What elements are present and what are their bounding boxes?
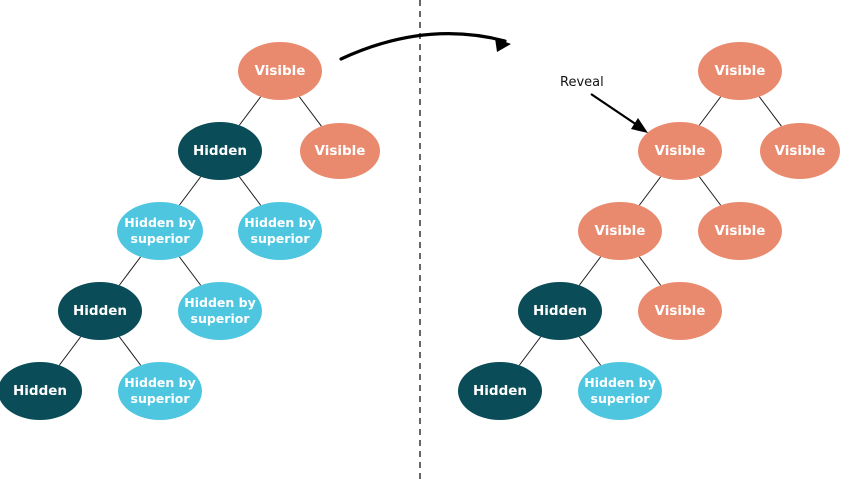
tree-node-hidden[interactable]: Hidden bbox=[458, 362, 542, 420]
tree-node-hidden[interactable]: Hidden bbox=[518, 282, 602, 340]
tree-edge bbox=[118, 336, 142, 366]
node-ellipse bbox=[238, 202, 322, 260]
tree-edge bbox=[238, 176, 262, 206]
node-ellipse bbox=[238, 42, 322, 100]
tree-edge bbox=[698, 96, 722, 126]
flow-arrow-head-icon bbox=[495, 38, 511, 52]
flow-arrow-curve bbox=[339, 32, 507, 61]
tree-edge bbox=[638, 176, 662, 206]
node-ellipse bbox=[760, 123, 840, 179]
tree-node-hidden[interactable]: Hidden bbox=[58, 282, 142, 340]
node-ellipse bbox=[178, 282, 262, 340]
node-ellipse bbox=[118, 362, 202, 420]
node-ellipse bbox=[117, 202, 203, 260]
tree-node-hidden[interactable]: Hidden bbox=[0, 362, 82, 420]
node-label: Visible bbox=[315, 143, 366, 159]
reveal-label: Reveal bbox=[560, 75, 604, 90]
tree-edge bbox=[638, 256, 662, 286]
tree-node-visible[interactable]: Visible bbox=[238, 42, 322, 100]
node-label: Visible bbox=[655, 303, 706, 319]
node-label: Visible bbox=[595, 223, 646, 239]
reveal-arrow-line bbox=[590, 93, 641, 128]
tree-node-visible[interactable]: Visible bbox=[698, 42, 782, 100]
tree-edge bbox=[578, 256, 602, 286]
node-ellipse bbox=[578, 362, 662, 420]
tree-edge bbox=[518, 336, 542, 366]
tree-edge bbox=[298, 96, 322, 127]
tree-edge bbox=[118, 256, 141, 286]
after-reveal-tree-edges bbox=[518, 96, 782, 366]
node-ellipse bbox=[178, 122, 262, 180]
node-label: Visible bbox=[775, 143, 826, 159]
transition-flow-arrow bbox=[339, 32, 511, 61]
tree-edge bbox=[238, 96, 262, 126]
tree-node-visible[interactable]: Visible bbox=[638, 122, 722, 180]
tree-node-visible[interactable]: Visible bbox=[300, 123, 380, 179]
tree-node-visible[interactable]: Visible bbox=[760, 123, 840, 179]
tree-node-visible[interactable]: Visible bbox=[698, 202, 782, 260]
node-label: Hidden bbox=[473, 383, 527, 399]
tree-edge bbox=[698, 176, 722, 206]
node-ellipse bbox=[638, 282, 722, 340]
node-label: Visible bbox=[655, 143, 706, 159]
node-label: Hidden bbox=[533, 303, 587, 319]
tree-node-visible[interactable]: Visible bbox=[638, 282, 722, 340]
tree-node-visible[interactable]: Visible bbox=[578, 202, 662, 260]
tree-edge bbox=[58, 336, 82, 366]
before-reveal-tree-edges bbox=[58, 96, 322, 366]
node-label: Visible bbox=[255, 63, 306, 79]
node-label: Hidden bbox=[193, 143, 247, 159]
node-ellipse bbox=[578, 202, 662, 260]
node-ellipse bbox=[698, 42, 782, 100]
reveal-arrow-head-icon bbox=[631, 118, 648, 133]
node-label: Hidden bbox=[13, 383, 67, 399]
node-label: Hidden bbox=[73, 303, 127, 319]
tree-edge bbox=[179, 176, 202, 206]
node-ellipse bbox=[638, 122, 722, 180]
tree-edge bbox=[578, 336, 602, 366]
node-ellipse bbox=[458, 362, 542, 420]
tree-edge bbox=[179, 256, 202, 286]
node-ellipse bbox=[0, 362, 82, 420]
tree-node-hidden[interactable]: Hidden bbox=[178, 122, 262, 180]
node-ellipse bbox=[58, 282, 142, 340]
node-label: Visible bbox=[715, 223, 766, 239]
node-label: Visible bbox=[715, 63, 766, 79]
node-ellipse bbox=[698, 202, 782, 260]
tree-edge bbox=[758, 96, 782, 127]
node-ellipse bbox=[518, 282, 602, 340]
node-ellipse bbox=[300, 123, 380, 179]
reveal-annotation: Reveal bbox=[560, 75, 648, 133]
